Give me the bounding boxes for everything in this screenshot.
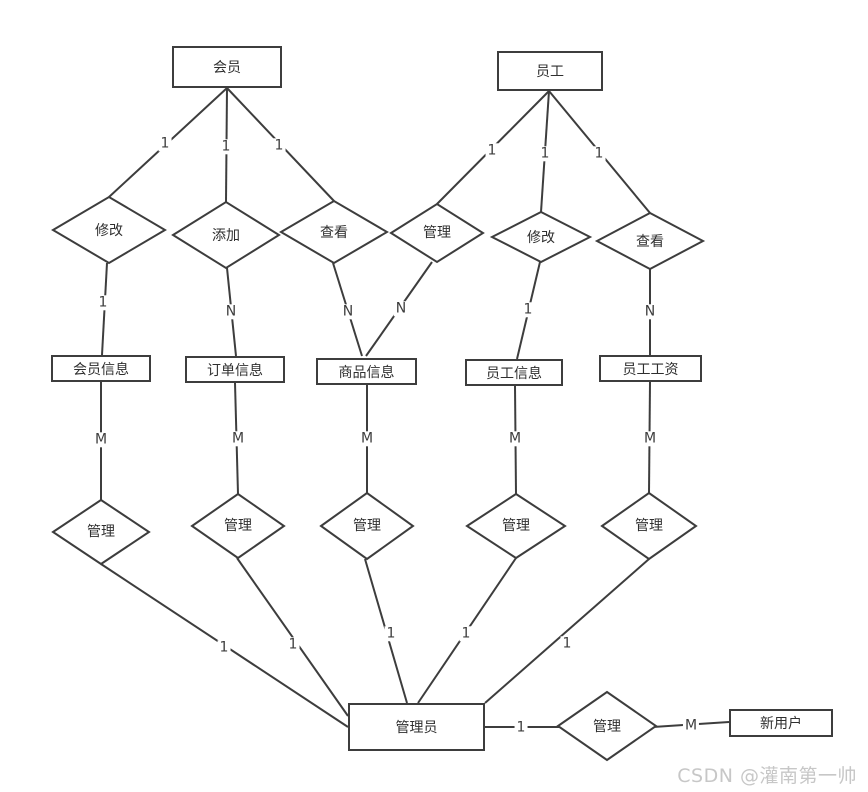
entity-employee: 员工	[497, 51, 603, 91]
edge-manage2-admin	[236, 557, 349, 717]
cardinality-member-info-manage: M	[92, 431, 110, 448]
diamond-add-order	[171, 200, 281, 270]
relationship-label-manage-employee-salary: 管理	[635, 518, 663, 534]
diamond-manage-employee-salary	[600, 491, 698, 561]
cardinality-manage2-admin: 1	[286, 636, 300, 653]
diamond-manage-product	[389, 202, 485, 264]
diamond-modify-employee	[489, 210, 593, 264]
relationship-label-view-salary: 查看	[636, 234, 664, 250]
entity-member: 会员	[172, 46, 282, 88]
diamond-manage-product-info	[319, 491, 415, 561]
cardinality-member-view: 1	[272, 137, 286, 154]
cardinality-view-product-info: N	[340, 303, 356, 320]
diamond-manage-new-user	[556, 690, 658, 762]
cardinality-employee-manage: 1	[485, 142, 499, 159]
cardinality-add-order-info: N	[223, 303, 239, 320]
diamond-view-product	[279, 199, 389, 265]
csdn-watermark: CSDN @灌南第一帅	[677, 765, 857, 787]
entity-member-info: 会员信息	[51, 355, 151, 382]
relationship-label-manage-product: 管理	[423, 225, 451, 241]
diamond-manage-employee-info	[465, 492, 567, 560]
cardinality-manage1-admin: 1	[217, 639, 231, 656]
cardinality-manage-product-info: N	[393, 300, 409, 317]
entity-employee-info: 员工信息	[465, 359, 563, 386]
cardinality-employee-salary-manage: M	[641, 430, 659, 447]
entity-new-user: 新用户	[729, 709, 833, 737]
cardinality-order-info-manage: M	[229, 430, 247, 447]
cardinality-member-add: 1	[219, 138, 233, 155]
entity-order-info: 订单信息	[185, 356, 285, 383]
relationship-label-manage-member-info: 管理	[87, 524, 115, 540]
cardinality-admin-manage: 1	[514, 719, 528, 736]
diamond-manage-member-info	[51, 498, 151, 566]
cardinality-employee-info-manage: M	[506, 430, 524, 447]
relationship-label-manage-order-info: 管理	[224, 518, 252, 534]
relationship-label-add-order: 添加	[212, 228, 240, 244]
cardinality-modify-member-info: 1	[96, 294, 110, 311]
cardinality-manage4-admin: 1	[459, 625, 473, 642]
entity-employee-salary: 员工工资	[599, 355, 702, 382]
edge-manage5-admin	[484, 558, 650, 704]
entity-admin: 管理员	[348, 703, 485, 751]
cardinality-member-modify: 1	[158, 135, 172, 152]
diamond-modify-member	[51, 195, 167, 265]
relationship-label-modify-member: 修改	[95, 223, 123, 239]
cardinality-product-info-manage: M	[358, 430, 376, 447]
cardinality-employee-view: 1	[592, 145, 606, 162]
relationship-label-view-product: 查看	[320, 225, 348, 241]
cardinality-modify-employee-info: 1	[521, 301, 535, 318]
cardinality-manage5-admin: 1	[560, 635, 574, 652]
relationship-label-manage-product-info: 管理	[353, 518, 381, 534]
cardinality-manage3-admin: 1	[384, 625, 398, 642]
entity-product-info: 商品信息	[316, 358, 417, 385]
relationship-label-manage-new-user: 管理	[593, 719, 621, 735]
cardinality-employee-modify: 1	[538, 145, 552, 162]
diamond-view-salary	[594, 211, 706, 271]
cardinality-manage-new-user: M	[682, 717, 700, 734]
diamond-manage-order-info	[190, 492, 286, 560]
relationship-label-manage-employee-info: 管理	[502, 518, 530, 534]
cardinality-view-employee-salary: N	[642, 303, 658, 320]
relationship-label-modify-employee: 修改	[527, 230, 555, 246]
